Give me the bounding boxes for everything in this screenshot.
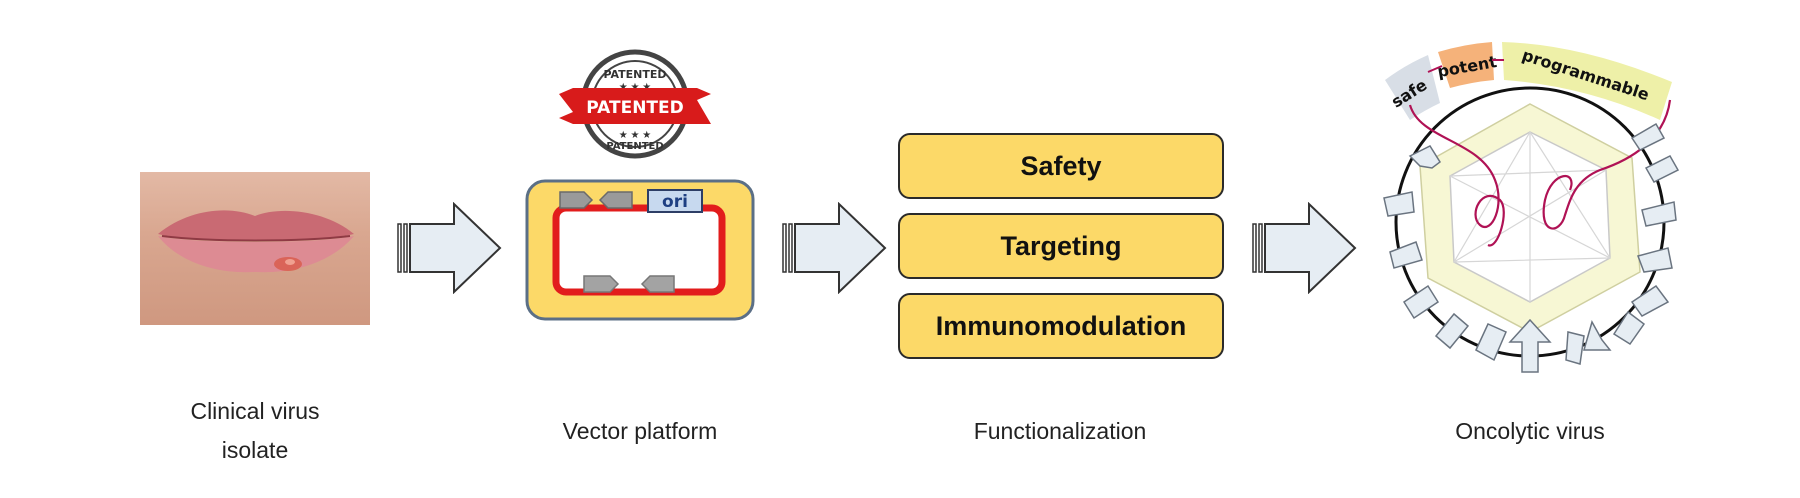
functionalization-safety: Safety (898, 133, 1224, 199)
caption-functionalization: Functionalization (900, 412, 1220, 451)
oncolytic-virus-illustration: safe potent programmable (1370, 20, 1690, 380)
arrow-right-icon (1251, 202, 1359, 294)
arrow-right-icon (781, 202, 889, 294)
gene-cassette (642, 276, 674, 292)
gene-cassette (560, 192, 592, 208)
caption-clinical-isolate: Clinical virus isolate (135, 392, 375, 470)
stamp-ring-top-text: PATENTED (603, 68, 666, 81)
stamp-ring-bottom-text: PATENTED (606, 141, 663, 152)
tag-potent: potent (1436, 42, 1499, 88)
lips-illustration (140, 172, 370, 325)
svg-text:★ ★ ★: ★ ★ ★ (619, 130, 651, 141)
stamp-ribbon-text: PATENTED (586, 98, 684, 118)
caption-vector-platform: Vector platform (500, 412, 780, 451)
ori-label: ori (662, 192, 688, 212)
caption-line-1: Clinical virus (135, 392, 375, 431)
functionalization-immunomodulation: Immunomodulation (898, 293, 1224, 359)
caption-line-2: isolate (135, 431, 375, 470)
caption-oncolytic-virus: Oncolytic virus (1380, 412, 1680, 451)
patented-stamp-icon: PATENTED ★ ★ ★ PATENTED ★ ★ ★ PATENTED (555, 48, 715, 160)
lips-photo (140, 172, 370, 325)
vector-plasmid: ori (524, 178, 756, 322)
functionalization-targeting: Targeting (898, 213, 1224, 279)
gene-cassette (600, 192, 632, 208)
gene-cassette (584, 276, 618, 292)
arrow-right-icon (396, 202, 504, 294)
